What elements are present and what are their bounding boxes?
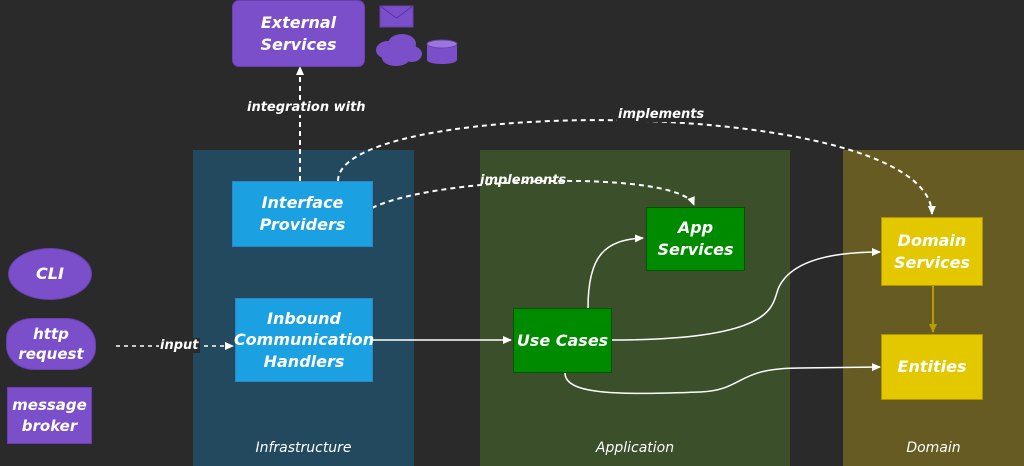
edge-implements-domain (337, 119, 936, 215)
edge-usecases-appservices (587, 234, 644, 309)
edge-usecases-entities (564, 363, 881, 395)
domain-services-node: Domain Services (881, 217, 983, 286)
implements-domain-label: implements (617, 107, 706, 122)
edge-implements-app (371, 179, 695, 209)
use-cases-node: Use Cases (513, 308, 612, 373)
integration-with-label: integration with (246, 100, 367, 115)
cloud-icon (376, 34, 422, 66)
infrastructure-layer-label: Infrastructure (255, 440, 352, 456)
application-layer-label: Application (595, 440, 675, 456)
edge-usecases-domainservices (611, 248, 881, 341)
input-label: input (159, 338, 200, 353)
inbound-communication-handlers-node: Inbound Communication Handlers (234, 298, 374, 382)
implements-app-label: implements (480, 173, 567, 188)
envelope-icon (379, 5, 414, 28)
domain-layer-label: Domain (906, 440, 961, 456)
database-icon (426, 39, 458, 64)
external-services-node: External Services (232, 0, 365, 67)
entities-node: Entities (881, 334, 983, 400)
http-request-node: http request (6, 318, 96, 370)
cli-node: CLI (8, 248, 92, 300)
message-broker-node: message broker (7, 387, 92, 444)
interface-providers-node: Interface Providers (232, 181, 373, 247)
app-services-node: App Services (646, 207, 745, 271)
